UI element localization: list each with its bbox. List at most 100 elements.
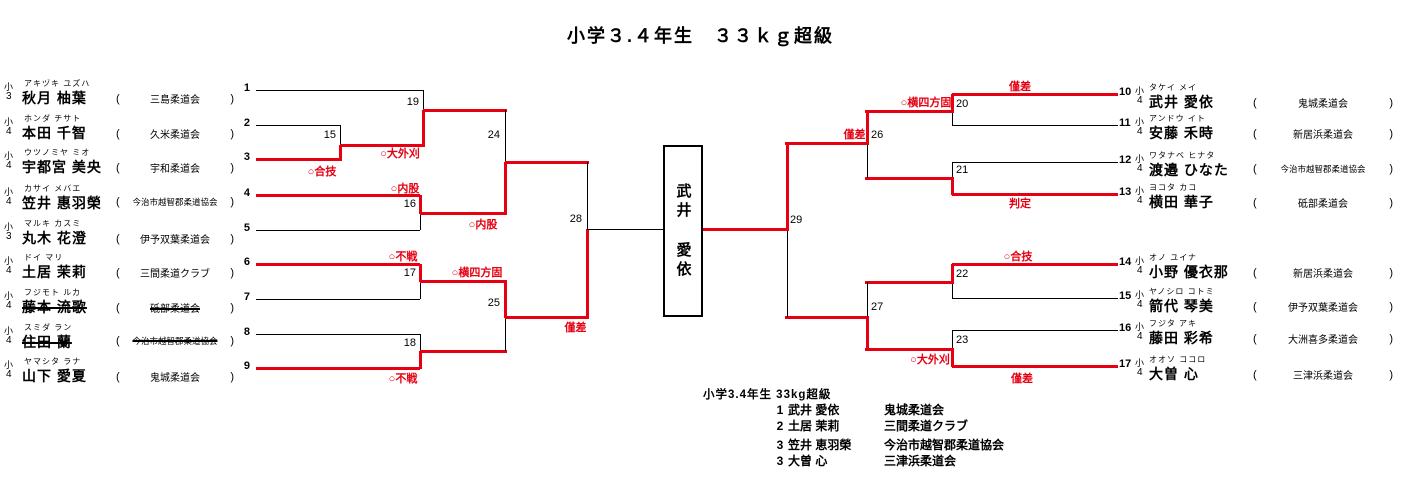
winner-path-line — [256, 367, 420, 370]
bracket-line — [787, 229, 788, 317]
player-number: 9 — [243, 360, 250, 372]
bracket-line — [587, 229, 663, 230]
paren-close: ) — [230, 161, 234, 174]
winner-path-line — [505, 161, 589, 164]
player-kana: ウツノミヤ ミオ — [24, 148, 91, 157]
winner-path-line — [865, 348, 954, 351]
player-number: 10 — [1119, 86, 1132, 98]
player-kana: ワタナベ ヒナタ — [1149, 151, 1216, 160]
winner-path-line — [865, 281, 954, 284]
bracket-line — [256, 230, 420, 231]
bracket-line — [867, 143, 868, 178]
grade-number: 3 — [6, 231, 12, 242]
grade-number: 4 — [1137, 126, 1143, 137]
player-name: 住田 蘭 — [22, 334, 72, 350]
grade-number: 4 — [1137, 163, 1143, 174]
winner-path-line — [504, 281, 507, 318]
grade-number: 4 — [1137, 95, 1143, 106]
player-club: 今治市越智郡柔道協会 — [1280, 164, 1366, 174]
bracket-line — [952, 162, 1118, 163]
player-club: 大洲喜多柔道会 — [1288, 335, 1358, 346]
bracket-line — [952, 125, 1118, 126]
player-name: 渡邉 ひなた — [1149, 162, 1229, 178]
player-entry-13: 13 小 4 ヨコタ カコ 横田 華子 (砥部柔道会) — [1118, 182, 1401, 212]
winner-path-line — [422, 110, 425, 146]
player-number: 15 — [1119, 290, 1132, 302]
technique-label: ○内股 — [468, 219, 498, 231]
winner-path-line — [423, 109, 507, 112]
player-name: 武井 愛依 — [1149, 94, 1214, 110]
grade-number: 4 — [6, 369, 12, 380]
player-kana: ホンダ チサト — [24, 114, 82, 123]
paren-open: ( — [116, 266, 120, 279]
technique-label: ○横四方固 — [451, 267, 503, 279]
paren-close: ) — [1389, 127, 1393, 140]
technique-label: ○合技 — [307, 166, 337, 178]
player-entry-6: 小 4 ドイ マリ 土居 茉莉 (三間柔道クラブ) 6 — [0, 252, 252, 282]
paren-open: ( — [116, 127, 120, 140]
match-number: 23 — [956, 334, 969, 346]
winner-path-line — [586, 229, 589, 318]
bracket-line — [340, 125, 341, 145]
match-number: 26 — [871, 129, 884, 141]
grade-number: 3 — [6, 91, 12, 102]
winner-path-line — [504, 162, 507, 214]
paren-open: ( — [116, 232, 120, 245]
paren-open: ( — [116, 161, 120, 174]
technique-label: 判定 — [1009, 198, 1031, 210]
player-club: 新居浜柔道会 — [1293, 269, 1353, 280]
player-club: 宇和柔道会 — [150, 164, 200, 175]
paren-open: ( — [116, 301, 120, 314]
bracket-line — [952, 111, 953, 125]
technique-label: ○不戦 — [388, 251, 418, 263]
paren-open: ( — [116, 92, 120, 105]
match-number: 25 — [487, 297, 500, 309]
grade-number: 4 — [6, 300, 12, 311]
paren-close: ) — [1389, 368, 1393, 381]
bracket-line — [423, 90, 424, 110]
grade-number: 4 — [1137, 265, 1143, 276]
winner-path-line — [256, 263, 420, 266]
player-kana: オノ ユイナ — [1149, 253, 1198, 262]
player-name: 丸木 花澄 — [22, 230, 87, 246]
winner-path-line — [703, 228, 789, 231]
match-number: 19 — [406, 96, 419, 108]
bracket-line — [256, 334, 420, 335]
paren-open: ( — [1253, 196, 1257, 209]
technique-label: 僅差 — [843, 129, 866, 141]
match-number: 21 — [956, 164, 969, 176]
grade-school-label: 小 — [1135, 322, 1145, 332]
grade-school-label: 小 — [4, 360, 14, 370]
player-entry-14: 14 小 4 オノ ユイナ 小野 優衣那 (新居浜柔道会) — [1118, 252, 1401, 282]
result-club: 三津浜柔道会 — [884, 454, 957, 468]
paren-close: ) — [230, 92, 234, 105]
grade-number: 4 — [6, 126, 12, 137]
technique-label: ○合技 — [1003, 251, 1033, 263]
player-entry-17: 17 小 4 オオソ ココロ 大曽 心 (三津浜柔道会) — [1118, 354, 1401, 384]
player-name: 藤田 彩希 — [1149, 330, 1214, 346]
player-number: 8 — [243, 326, 250, 338]
player-number: 5 — [243, 222, 250, 234]
player-club: 三島柔道会 — [150, 95, 200, 106]
grade-school-label: 小 — [4, 82, 14, 92]
winner-path-line — [952, 93, 1118, 96]
champion-box: 武井 愛依 — [663, 145, 703, 317]
winner-path-line — [951, 349, 954, 367]
winner-path-line — [865, 177, 954, 180]
player-kana: フジモト ルカ — [24, 288, 81, 297]
player-entry-16: 16 小 4 フジタ アキ 藤田 彩希 (大洲喜多柔道会) — [1118, 318, 1401, 348]
grade-number: 4 — [1137, 299, 1143, 310]
player-number: 11 — [1119, 117, 1131, 129]
grade-number: 4 — [1137, 195, 1143, 206]
winner-path-line — [951, 178, 954, 195]
match-number: 27 — [871, 301, 884, 313]
technique-label: ○大外刈 — [380, 148, 420, 160]
paren-close: ) — [1389, 266, 1393, 279]
bracket-line — [952, 282, 953, 298]
player-club: 砥部柔道会 — [150, 304, 200, 315]
player-club: 三間柔道クラブ — [140, 269, 210, 280]
player-kana: フジタ アキ — [1149, 319, 1198, 328]
paren-open: ( — [1253, 96, 1257, 109]
